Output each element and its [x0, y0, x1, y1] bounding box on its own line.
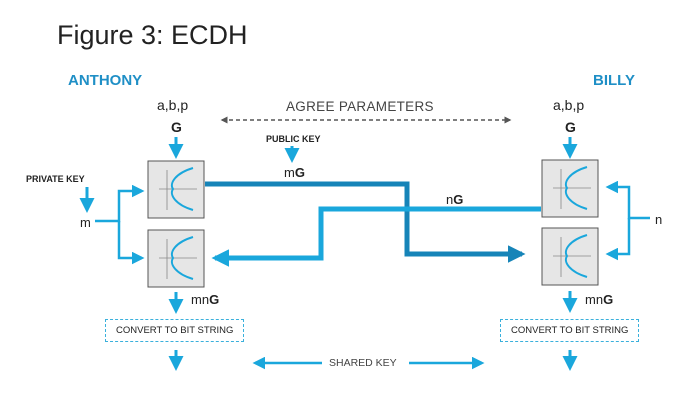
shared-key-label: SHARED KEY [329, 357, 397, 369]
left-public-value: mG [284, 165, 305, 180]
mg-transfer-arrow [205, 181, 526, 263]
left-curve-box-bottom [147, 229, 205, 288]
party-name-left: ANTHONY [68, 72, 143, 89]
right-public-value: nG [446, 192, 464, 207]
right-n-to-top-box [605, 180, 650, 220]
left-params: a,b,p [157, 97, 189, 113]
left-generator: G [171, 119, 182, 135]
agree-parameters-label: AGREE PARAMETERS [286, 99, 434, 114]
right-convert-box: CONVERT TO BIT STRING [500, 319, 640, 342]
ng-transfer-arrow [211, 206, 541, 267]
right-generator: G [565, 119, 576, 135]
public-key-label: PUBLIC KEY [266, 134, 321, 144]
right-curve-box-bottom [541, 227, 599, 286]
right-result: mnG [585, 292, 614, 307]
private-key-label: PRIVATE KEY [26, 174, 85, 184]
left-m-to-top-box [95, 184, 145, 223]
right-curve-box-top [541, 159, 599, 218]
figure-title: Figure 3: ECDH [57, 20, 248, 50]
left-curve-box-top [147, 160, 205, 219]
left-m-to-bottom-box [117, 221, 145, 265]
right-params: a,b,p [553, 97, 585, 113]
left-convert-box: CONVERT TO BIT STRING [105, 319, 245, 342]
left-private-var: m [80, 215, 91, 230]
party-name-right: BILLY [593, 72, 635, 89]
left-result: mnG [191, 292, 220, 307]
right-private-var: n [655, 212, 663, 227]
right-n-to-bottom-box [605, 218, 631, 261]
